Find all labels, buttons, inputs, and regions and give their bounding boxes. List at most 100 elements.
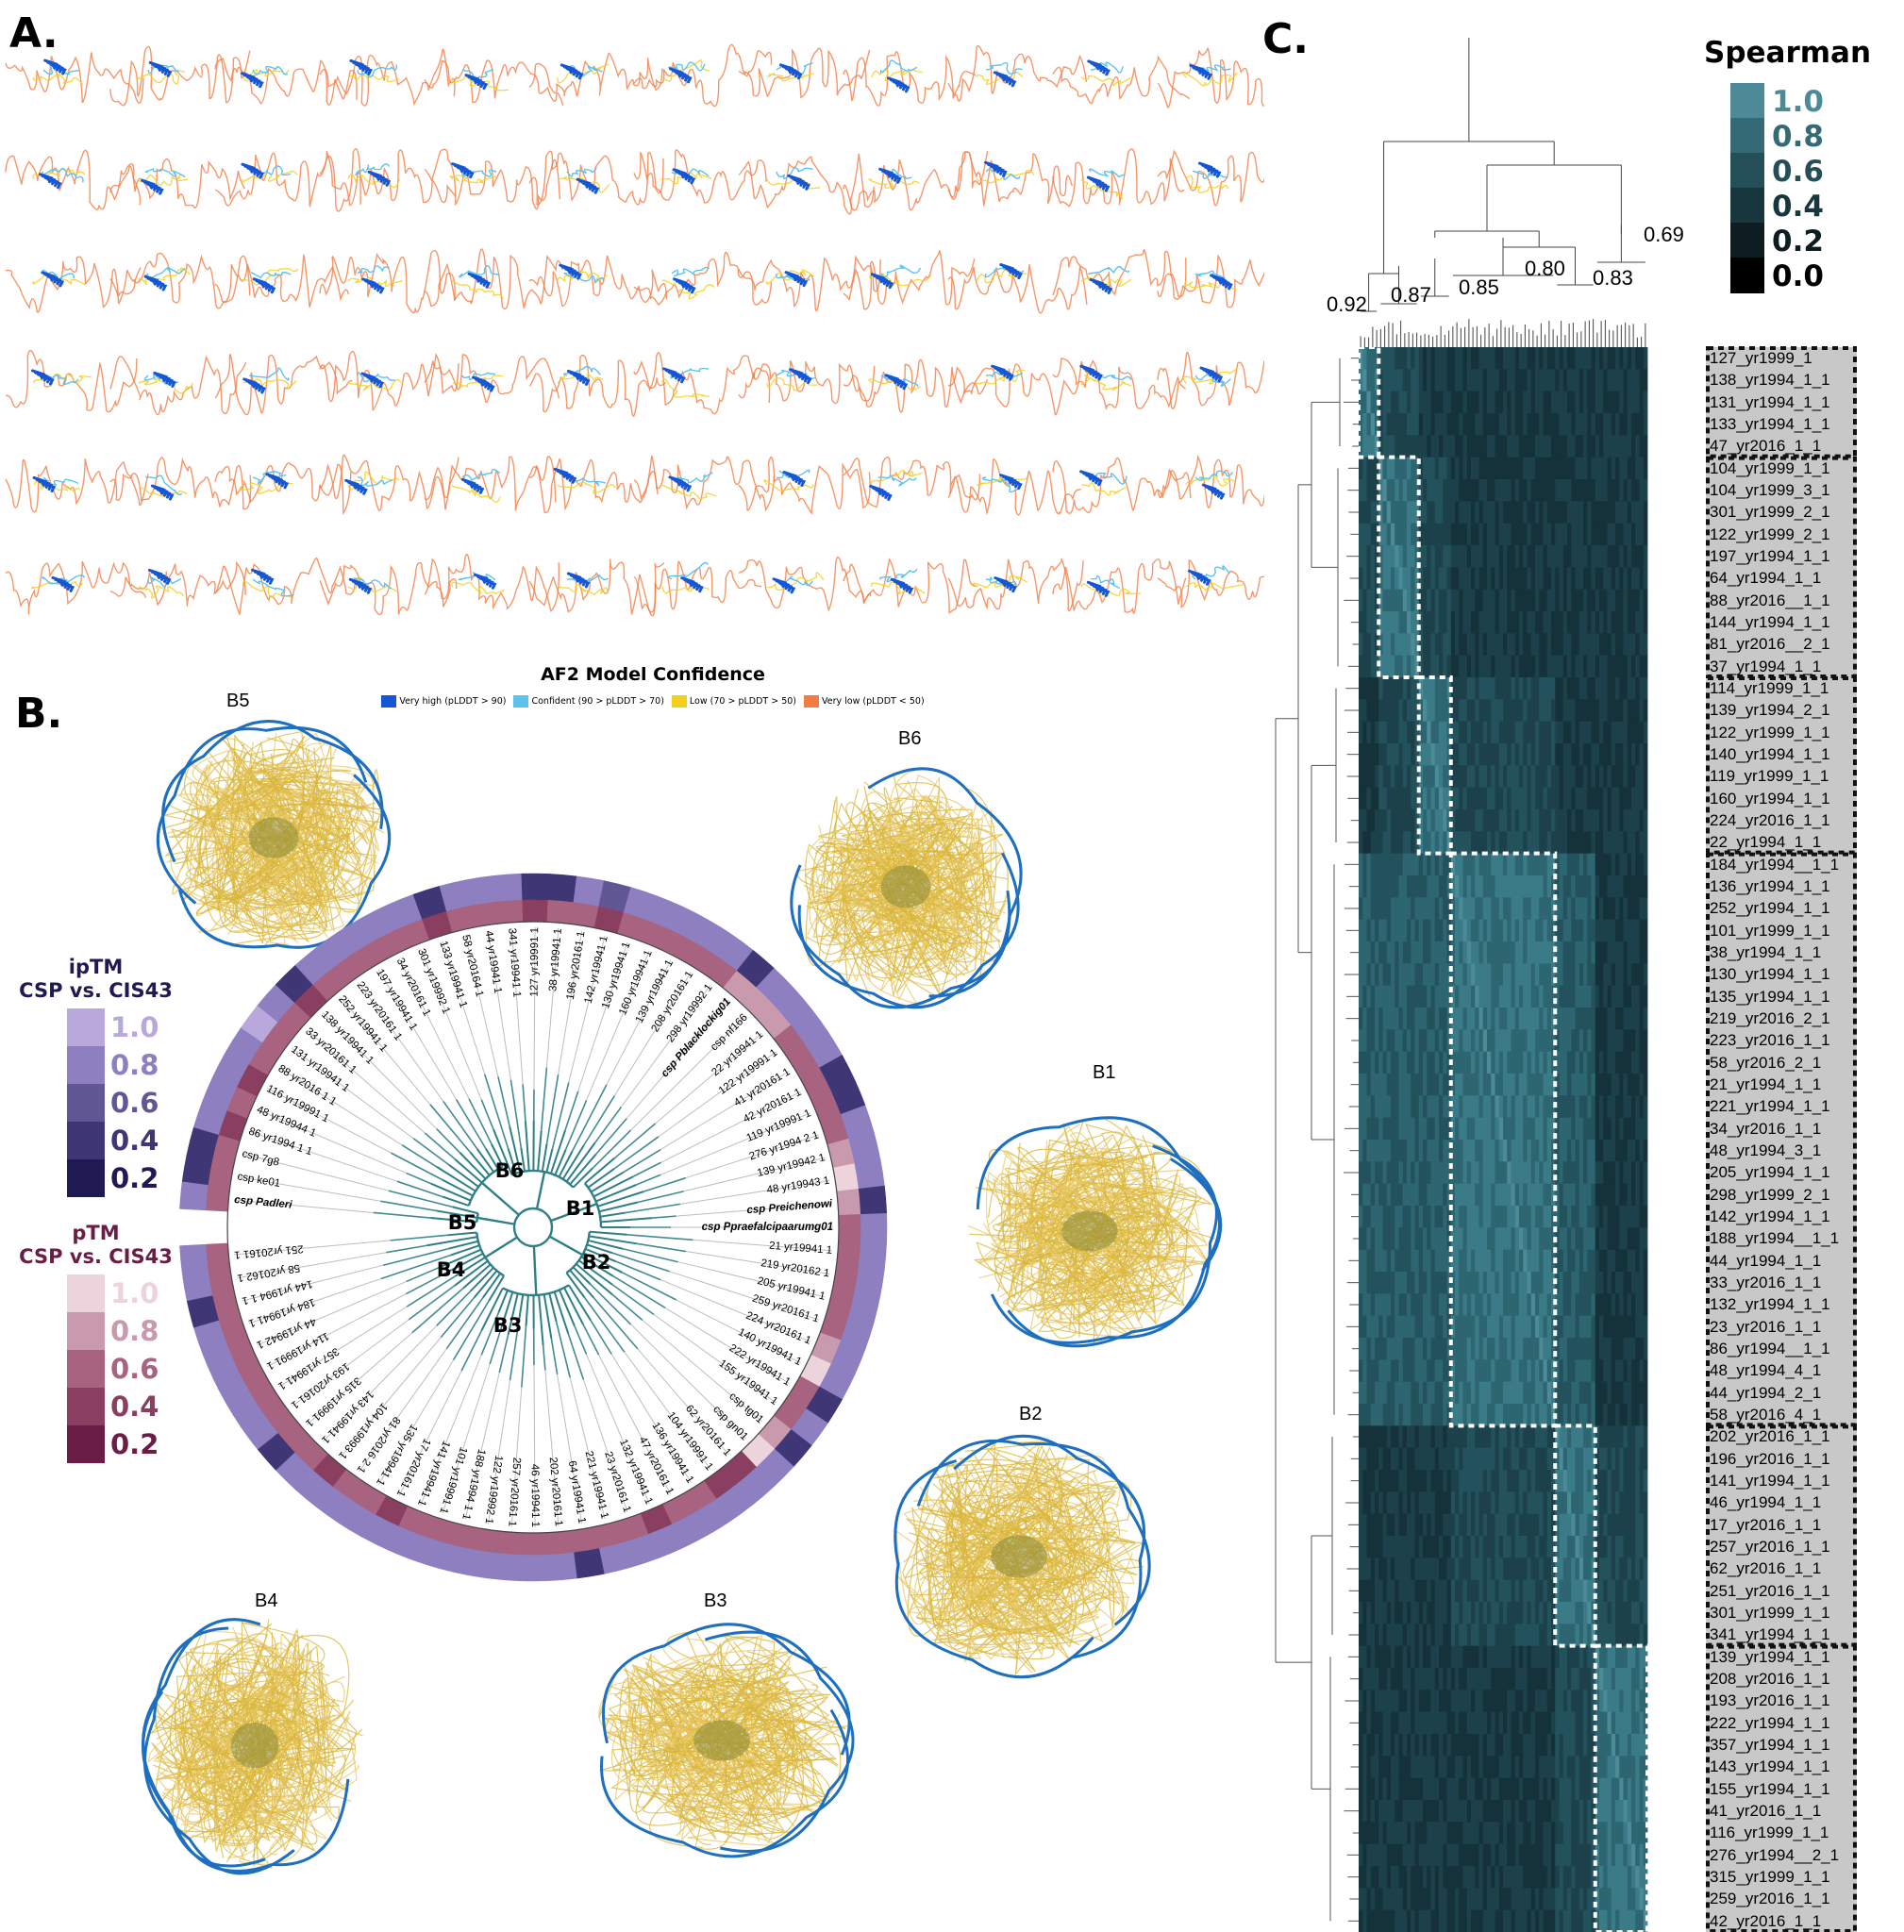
af2-model [214, 354, 353, 416]
af2-model [109, 45, 251, 107]
heatmap-row-label: 104_yr1999_1_1 [1710, 458, 1830, 477]
leaf-spoke [660, 1071, 790, 1151]
leaf-spoke [442, 1363, 491, 1514]
heatmap-row-label: 42_yr2016_1_1 [1710, 1911, 1822, 1930]
leaf-spoke [237, 1252, 387, 1279]
leaf-spoke [510, 1387, 523, 1527]
heatmap-row-label: 259_yr2016_1_1 [1710, 1890, 1830, 1908]
node-label-080: 0.80 [1525, 257, 1565, 280]
tree-leaf-label: 21 yr19941 1 [769, 1241, 833, 1257]
leaf-spoke [569, 1377, 606, 1519]
structure-b1 [967, 1116, 1223, 1348]
heatmap-row-label: 205_yr1994_1_1 [1710, 1163, 1830, 1182]
af2-model [843, 50, 976, 107]
leaf-spoke [442, 941, 486, 1075]
leaf-spoke [488, 1380, 510, 1524]
af2-model [214, 148, 361, 212]
af2-model [424, 248, 563, 309]
af2-model [214, 557, 356, 615]
ptm-ring-cell [546, 900, 575, 924]
heatmap-row-label: 315_yr1999_1_1 [1710, 1868, 1830, 1886]
structure-b2 [894, 1434, 1151, 1679]
ptm-level-1: 1.0 [67, 1274, 232, 1312]
node-label-085: 0.85 [1459, 275, 1499, 299]
heatmap-row-label: 223_yr2016_1_1 [1710, 1031, 1830, 1050]
tree-leaf-label: 196 yr20161 1 [565, 930, 588, 1001]
heatmap-row-label: 298_yr1999_2_1 [1710, 1185, 1830, 1204]
heatmap-row-label: 88_yr2016__1_1 [1710, 591, 1830, 609]
af2-legend-title: AF2 Model Confidence [541, 664, 765, 685]
af2-model [109, 355, 247, 416]
heatmap-row-label: 208_yr2016_1_1 [1710, 1670, 1830, 1688]
leaf-spoke [323, 1012, 438, 1130]
cluster-label: B5 [448, 1211, 477, 1234]
af2-model [633, 352, 771, 415]
af2-model [1157, 47, 1264, 108]
tree-leaf-label: 38 yr19941 1 [547, 928, 564, 992]
af2-model [109, 158, 246, 208]
label-group-outline [1706, 1644, 1857, 1932]
ptm-ring-cell [471, 901, 500, 928]
heatmap-row-label: 44_yr1994_1_1 [1710, 1251, 1822, 1270]
af2-model [424, 354, 560, 404]
af2-model [843, 150, 989, 211]
af2-model [424, 59, 564, 106]
heatmap-row-label: 202_yr2016_1_1 [1710, 1427, 1830, 1446]
heatmap-row-label: 197_yr1994_1_1 [1710, 547, 1830, 565]
heatmap-row-label: 86_yr1994__1_1 [1710, 1340, 1830, 1357]
ptm-ring-cell [832, 1262, 859, 1291]
cluster-label: B2 [582, 1251, 611, 1274]
af2-model [5, 256, 142, 313]
ptm-level-3: 0.6 [67, 1350, 232, 1388]
iptm-ring-cell [521, 1554, 550, 1582]
heatmap-row-label: 62_yr2016_1_1 [1710, 1559, 1822, 1578]
tree-leaf-label: csp Ppraefalcipaarumg01 [702, 1222, 833, 1233]
leaf-spoke [420, 1355, 482, 1506]
legend-confident: Confident (90 > pLDDT > 70) [513, 693, 664, 708]
leaf-spoke [267, 1087, 392, 1154]
swatch-very-low [804, 694, 819, 708]
af2-model [738, 153, 875, 215]
cluster-outline [1448, 851, 1558, 1428]
leaf-spoke [377, 970, 458, 1100]
heatmap-row-label: 131_yr1994_1_1 [1710, 392, 1830, 411]
leaf-spoke [267, 1293, 407, 1368]
leaf-spoke [533, 926, 536, 1091]
leaf-spoke [557, 1374, 583, 1524]
spearman-level-label: 1.0 [1772, 85, 1824, 119]
leaf-spoke [613, 972, 692, 1096]
af2-model [109, 560, 246, 607]
tree-leaf-label: 202 yr20161 1 [547, 1457, 564, 1526]
iptm-level-3: 0.6 [67, 1084, 232, 1122]
heatmap-row-label: 21_yr1994_1_1 [1710, 1075, 1822, 1093]
ptm-ring-cell [206, 1242, 231, 1271]
iptm-ring-cell [179, 1243, 209, 1274]
leaf-spoke [624, 1352, 711, 1470]
tree-leaf-label: 127 yr19991 1 [529, 927, 541, 997]
af2-model [5, 458, 149, 513]
ptm-level-5: 0.2 [67, 1425, 232, 1463]
ptm-ring-cell [496, 899, 524, 924]
node-label-092: 0.92 [1327, 292, 1367, 316]
af2-model [633, 251, 773, 307]
leaf-spoke [278, 1306, 408, 1388]
heatmap-row-label: 132_yr1994_1_1 [1710, 1295, 1830, 1314]
af2-model [1052, 148, 1185, 208]
spearman-level-label: 0.2 [1772, 225, 1824, 258]
heatmap-row-label: 155_yr1994_1_1 [1710, 1779, 1830, 1798]
af2-model [214, 254, 349, 308]
af2-model [1157, 351, 1264, 409]
af2-model [5, 149, 142, 210]
legend-very-high-label: Very high (pLDDT > 90) [399, 695, 507, 707]
iptm-ring-cell [860, 1213, 888, 1241]
heatmap-row-label: 222_yr1994_1_1 [1710, 1713, 1830, 1732]
af2-model [738, 255, 881, 312]
af2-model [214, 462, 352, 516]
structure-b4 [142, 1618, 363, 1875]
af2-model [1052, 248, 1187, 298]
swatch-confident [513, 694, 529, 708]
leaf-spoke [242, 1264, 384, 1302]
leaf-spoke [685, 1251, 830, 1274]
iptm-ring-cell [573, 1547, 605, 1579]
spearman-level-label: 0.8 [1772, 120, 1824, 154]
